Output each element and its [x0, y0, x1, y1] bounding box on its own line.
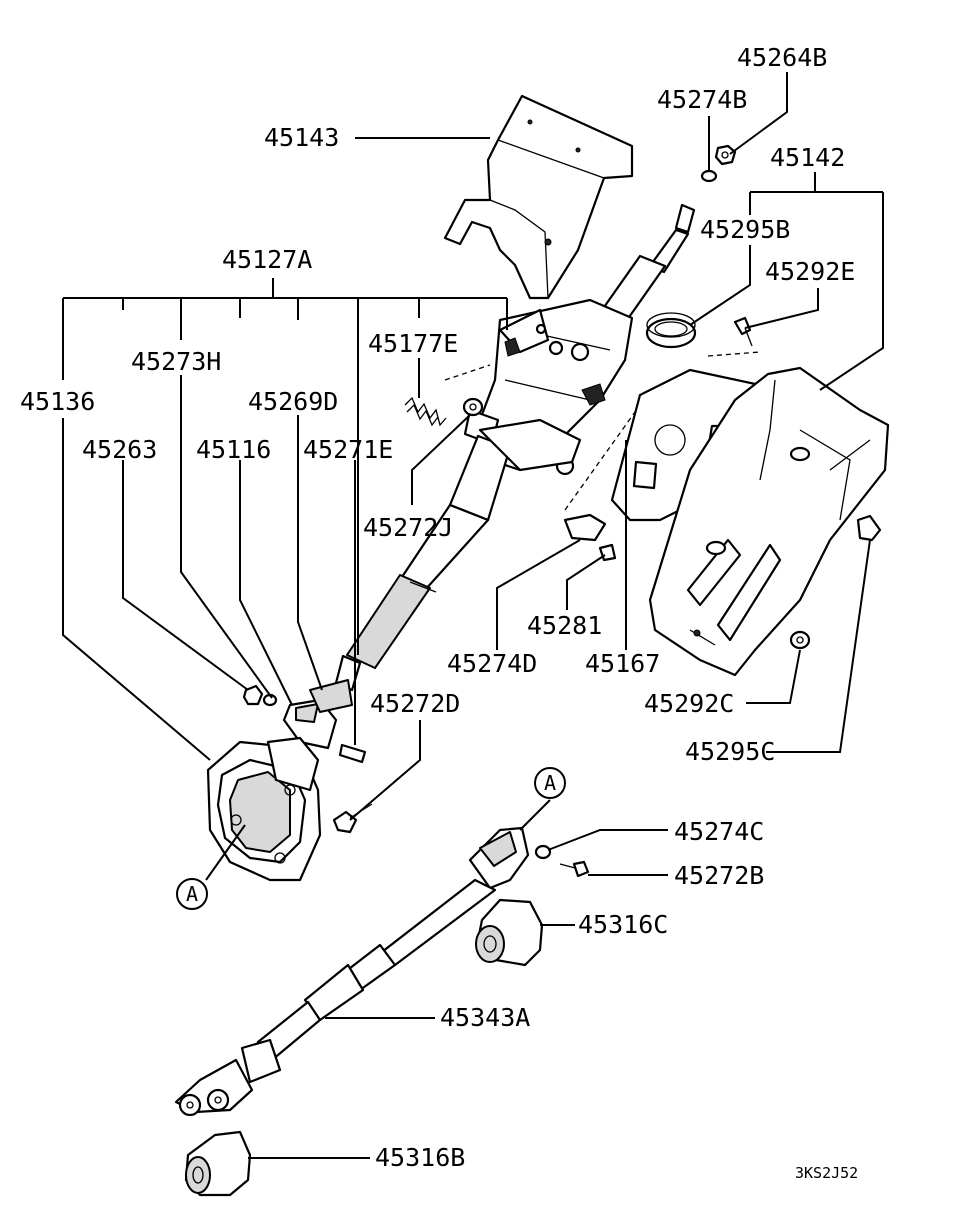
diagram-code: 3KS2J52	[795, 1164, 858, 1182]
washer-45274C	[534, 844, 552, 860]
screw-45271E	[338, 743, 367, 764]
bolt-45272B	[559, 860, 590, 878]
marker-a-lower-left-text: A	[186, 882, 198, 906]
grommet-45136	[206, 736, 322, 882]
label-45272D: 45272D	[370, 689, 460, 718]
label-45292C: 45292C	[644, 689, 734, 718]
label-45272J: 45272J	[363, 513, 453, 542]
bolt-45272J	[462, 397, 484, 417]
label-45271E: 45271E	[303, 435, 393, 464]
upper-column-cover	[443, 94, 634, 300]
label-45142: 45142	[770, 143, 845, 172]
label-45316C: 45316C	[578, 910, 668, 939]
label-45177E: 45177E	[368, 329, 458, 358]
bushing-45316B	[184, 1130, 252, 1197]
label-45167: 45167	[585, 649, 660, 678]
label-45295C: 45295C	[685, 737, 775, 766]
label-45143: 45143	[264, 123, 339, 152]
label-45116: 45116	[196, 435, 271, 464]
label-45272B: 45272B	[674, 861, 764, 890]
washer-45274B	[700, 169, 718, 183]
nut-45263	[242, 684, 278, 707]
label-45263: 45263	[82, 435, 157, 464]
clip-45292C	[789, 630, 811, 650]
intermediate-shaft-45343A	[174, 826, 530, 1117]
marker-a-lower-left: A	[176, 878, 208, 910]
label-45274C: 45274C	[674, 817, 764, 846]
label-45343A: 45343A	[440, 1003, 530, 1032]
marker-a-upper-right: A	[534, 767, 566, 799]
label-45136: 45136	[20, 387, 95, 416]
label-45274B: 45274B	[657, 85, 747, 114]
ring-45295B	[645, 312, 697, 349]
label-45281: 45281	[527, 611, 602, 640]
label-45264B: 45264B	[737, 43, 827, 72]
bushing-45316C	[475, 898, 544, 967]
label-45316B: 45316B	[375, 1143, 465, 1172]
label-45269D: 45269D	[248, 387, 338, 416]
clip-45295C	[856, 514, 882, 542]
label-45295B: 45295B	[700, 215, 790, 244]
label-45127A: 45127A	[222, 245, 312, 274]
nut-45264B	[714, 144, 737, 166]
label-45274D: 45274D	[447, 649, 537, 678]
label-45273H: 45273H	[131, 347, 221, 376]
leader-lines	[62, 72, 884, 1159]
screw-45292E	[733, 316, 753, 347]
marker-a-upper-right-text: A	[544, 771, 556, 795]
spring-45177E	[404, 396, 447, 427]
plate-45274D	[563, 513, 607, 542]
lower-column-cover	[648, 366, 890, 677]
label-45292E: 45292E	[765, 257, 855, 286]
